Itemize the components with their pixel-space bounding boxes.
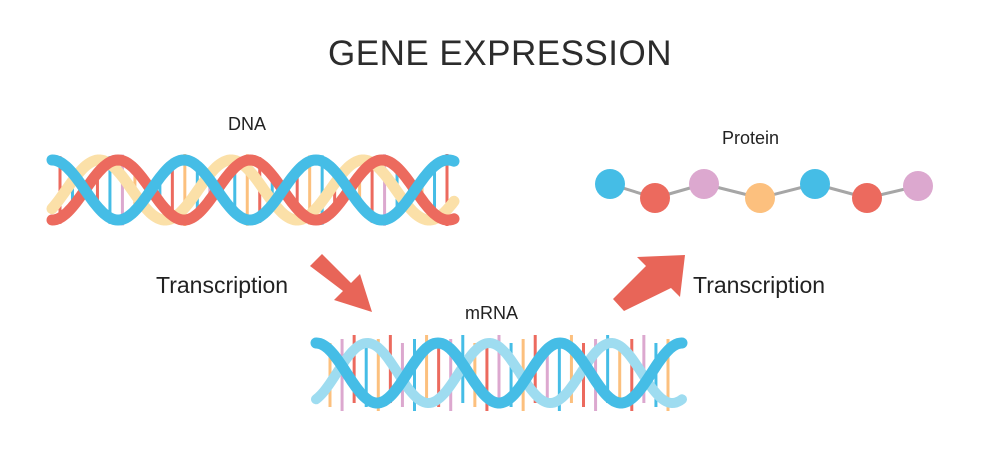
protein-chain [595,169,933,213]
mrna-backbone-light [311,337,687,409]
dna-backbone-yellow [46,154,460,226]
amino-acid [852,183,882,213]
mrna-strand [310,335,688,411]
amino-acid [903,171,933,201]
mrna-label: mRNA [465,303,518,323]
mrna-backbone [310,337,688,409]
amino-acid [689,169,719,199]
dna-double-helix [46,154,460,226]
transcription-label-right: Transcription [693,272,826,298]
amino-acid [595,169,625,199]
arrow-up-right-icon [613,255,685,311]
dna-backbone-blue [46,154,460,226]
amino-acid [745,183,775,213]
amino-acid [640,183,670,213]
dna-label: DNA [228,114,267,134]
amino-acid [800,169,830,199]
page-title: GENE EXPRESSION [328,34,672,73]
arrow-down-right-icon [310,254,372,312]
protein-label: Protein [722,128,780,148]
dna-backbone-red [46,154,460,226]
transcription-label-left: Transcription [156,272,289,298]
